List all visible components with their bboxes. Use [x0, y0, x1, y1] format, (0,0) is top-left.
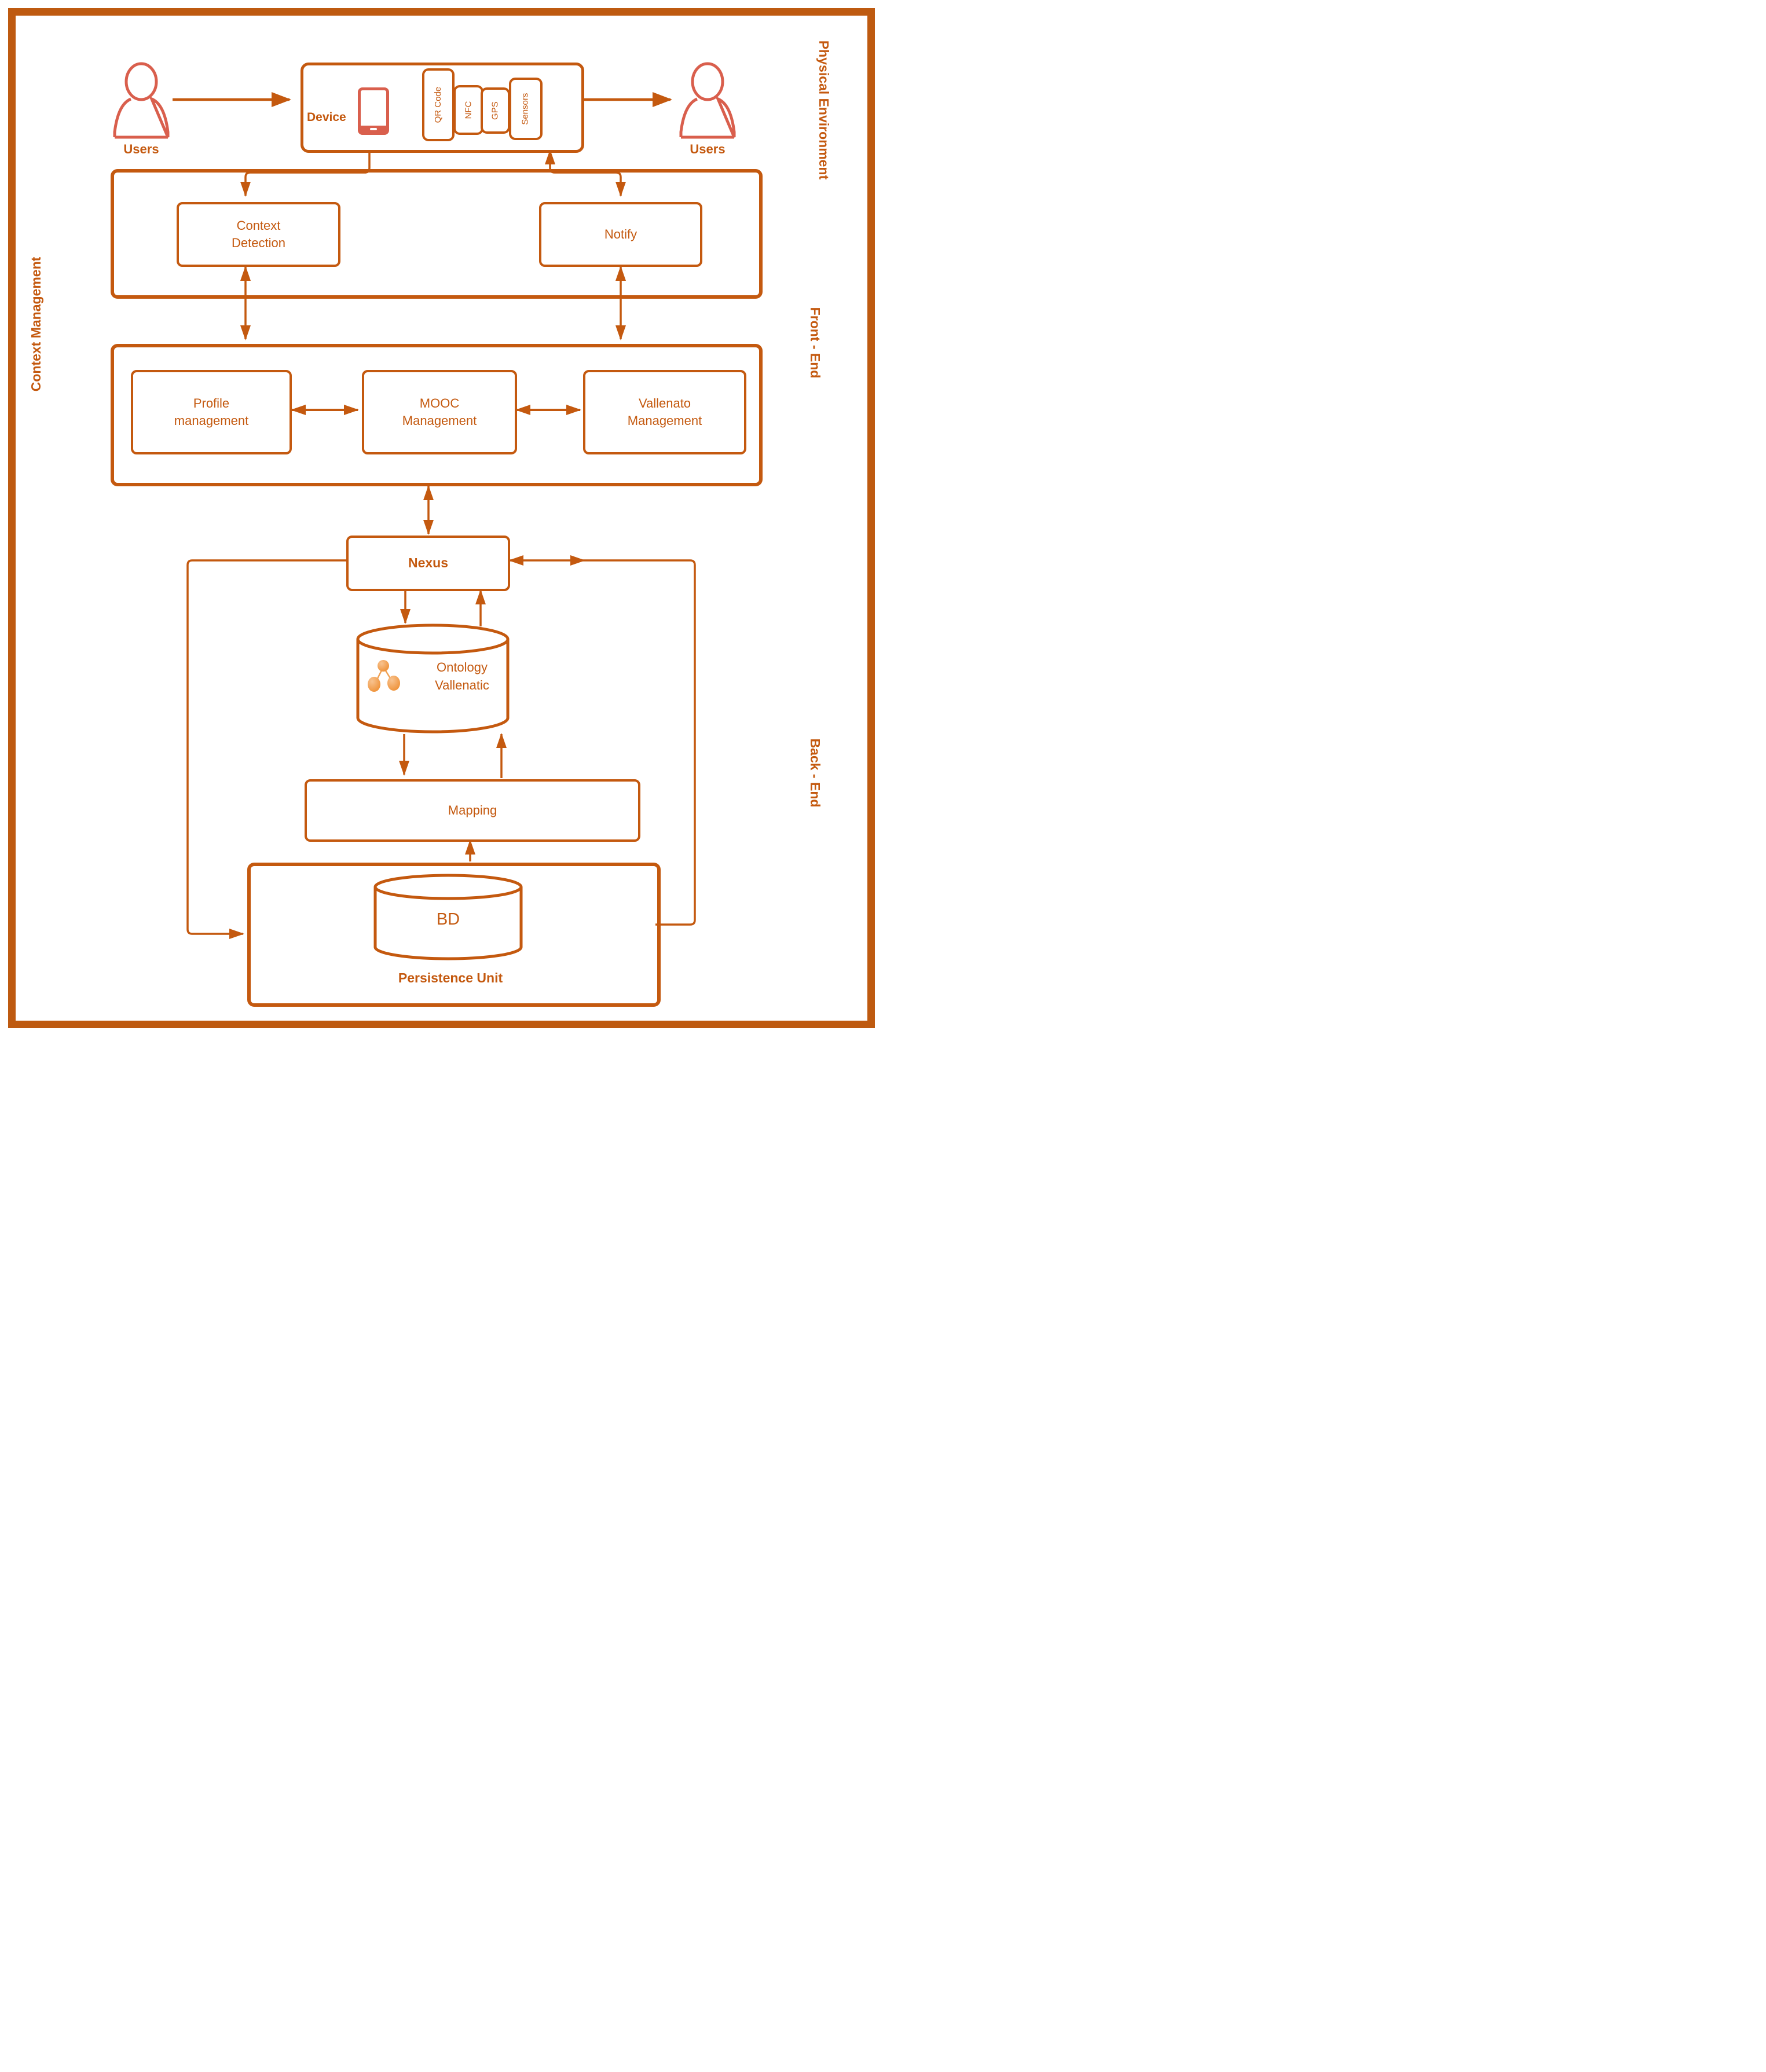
section-label-context-management: Context Management: [28, 256, 43, 392]
vallenato-management-label: Vallenato Management: [627, 396, 702, 428]
profile-management-box: Profile management: [131, 370, 292, 454]
section-label-front-end: Front - End: [808, 307, 823, 379]
mooc-management-label: MOOC Management: [402, 396, 477, 428]
chip-gps-label: GPS: [490, 101, 500, 120]
users-left-label: Users: [123, 142, 159, 156]
chip-nfc-label: NFC: [463, 101, 473, 119]
notify-box: Notify: [539, 202, 702, 267]
section-label-back-end: Back - End: [808, 738, 823, 808]
device-label: Device: [307, 111, 346, 124]
mapping-label: Mapping: [448, 803, 497, 818]
chip-sensors: Sensors: [509, 78, 543, 140]
users-right-label: Users: [690, 142, 726, 156]
nexus-box: Nexus: [346, 536, 510, 591]
phone-home-button: [370, 128, 377, 130]
outer-frame: [8, 8, 875, 1028]
chip-sensors-label: Sensors: [520, 93, 530, 125]
mooc-management-box: MOOC Management: [362, 370, 517, 454]
chip-gps: GPS: [481, 87, 510, 134]
profile-management-label: Profile management: [174, 396, 249, 428]
bd-label: BD: [436, 910, 460, 929]
persistence-unit-label: Persistence Unit: [398, 970, 503, 985]
section-label-physical-environment: Physical Environment: [816, 40, 831, 180]
nexus-label: Nexus: [408, 555, 449, 571]
chip-qr-code-label: QR Code: [433, 86, 443, 123]
device-box: Device QR Code NFC GPS Sensors: [301, 63, 584, 153]
chip-qr-code: QR Code: [422, 68, 455, 141]
context-detection-box: Context Detection: [177, 202, 340, 267]
chip-nfc: NFC: [453, 85, 483, 135]
mapping-box: Mapping: [305, 779, 640, 842]
architecture-diagram: Physical Environment Context Management …: [0, 0, 883, 1036]
vallenato-management-box: Vallenato Management: [583, 370, 746, 454]
ontology-label: Ontology Vallenatic: [435, 660, 489, 692]
notify-label: Notify: [604, 227, 637, 242]
context-detection-label: Context Detection: [232, 218, 285, 250]
phone-icon: [358, 87, 389, 135]
